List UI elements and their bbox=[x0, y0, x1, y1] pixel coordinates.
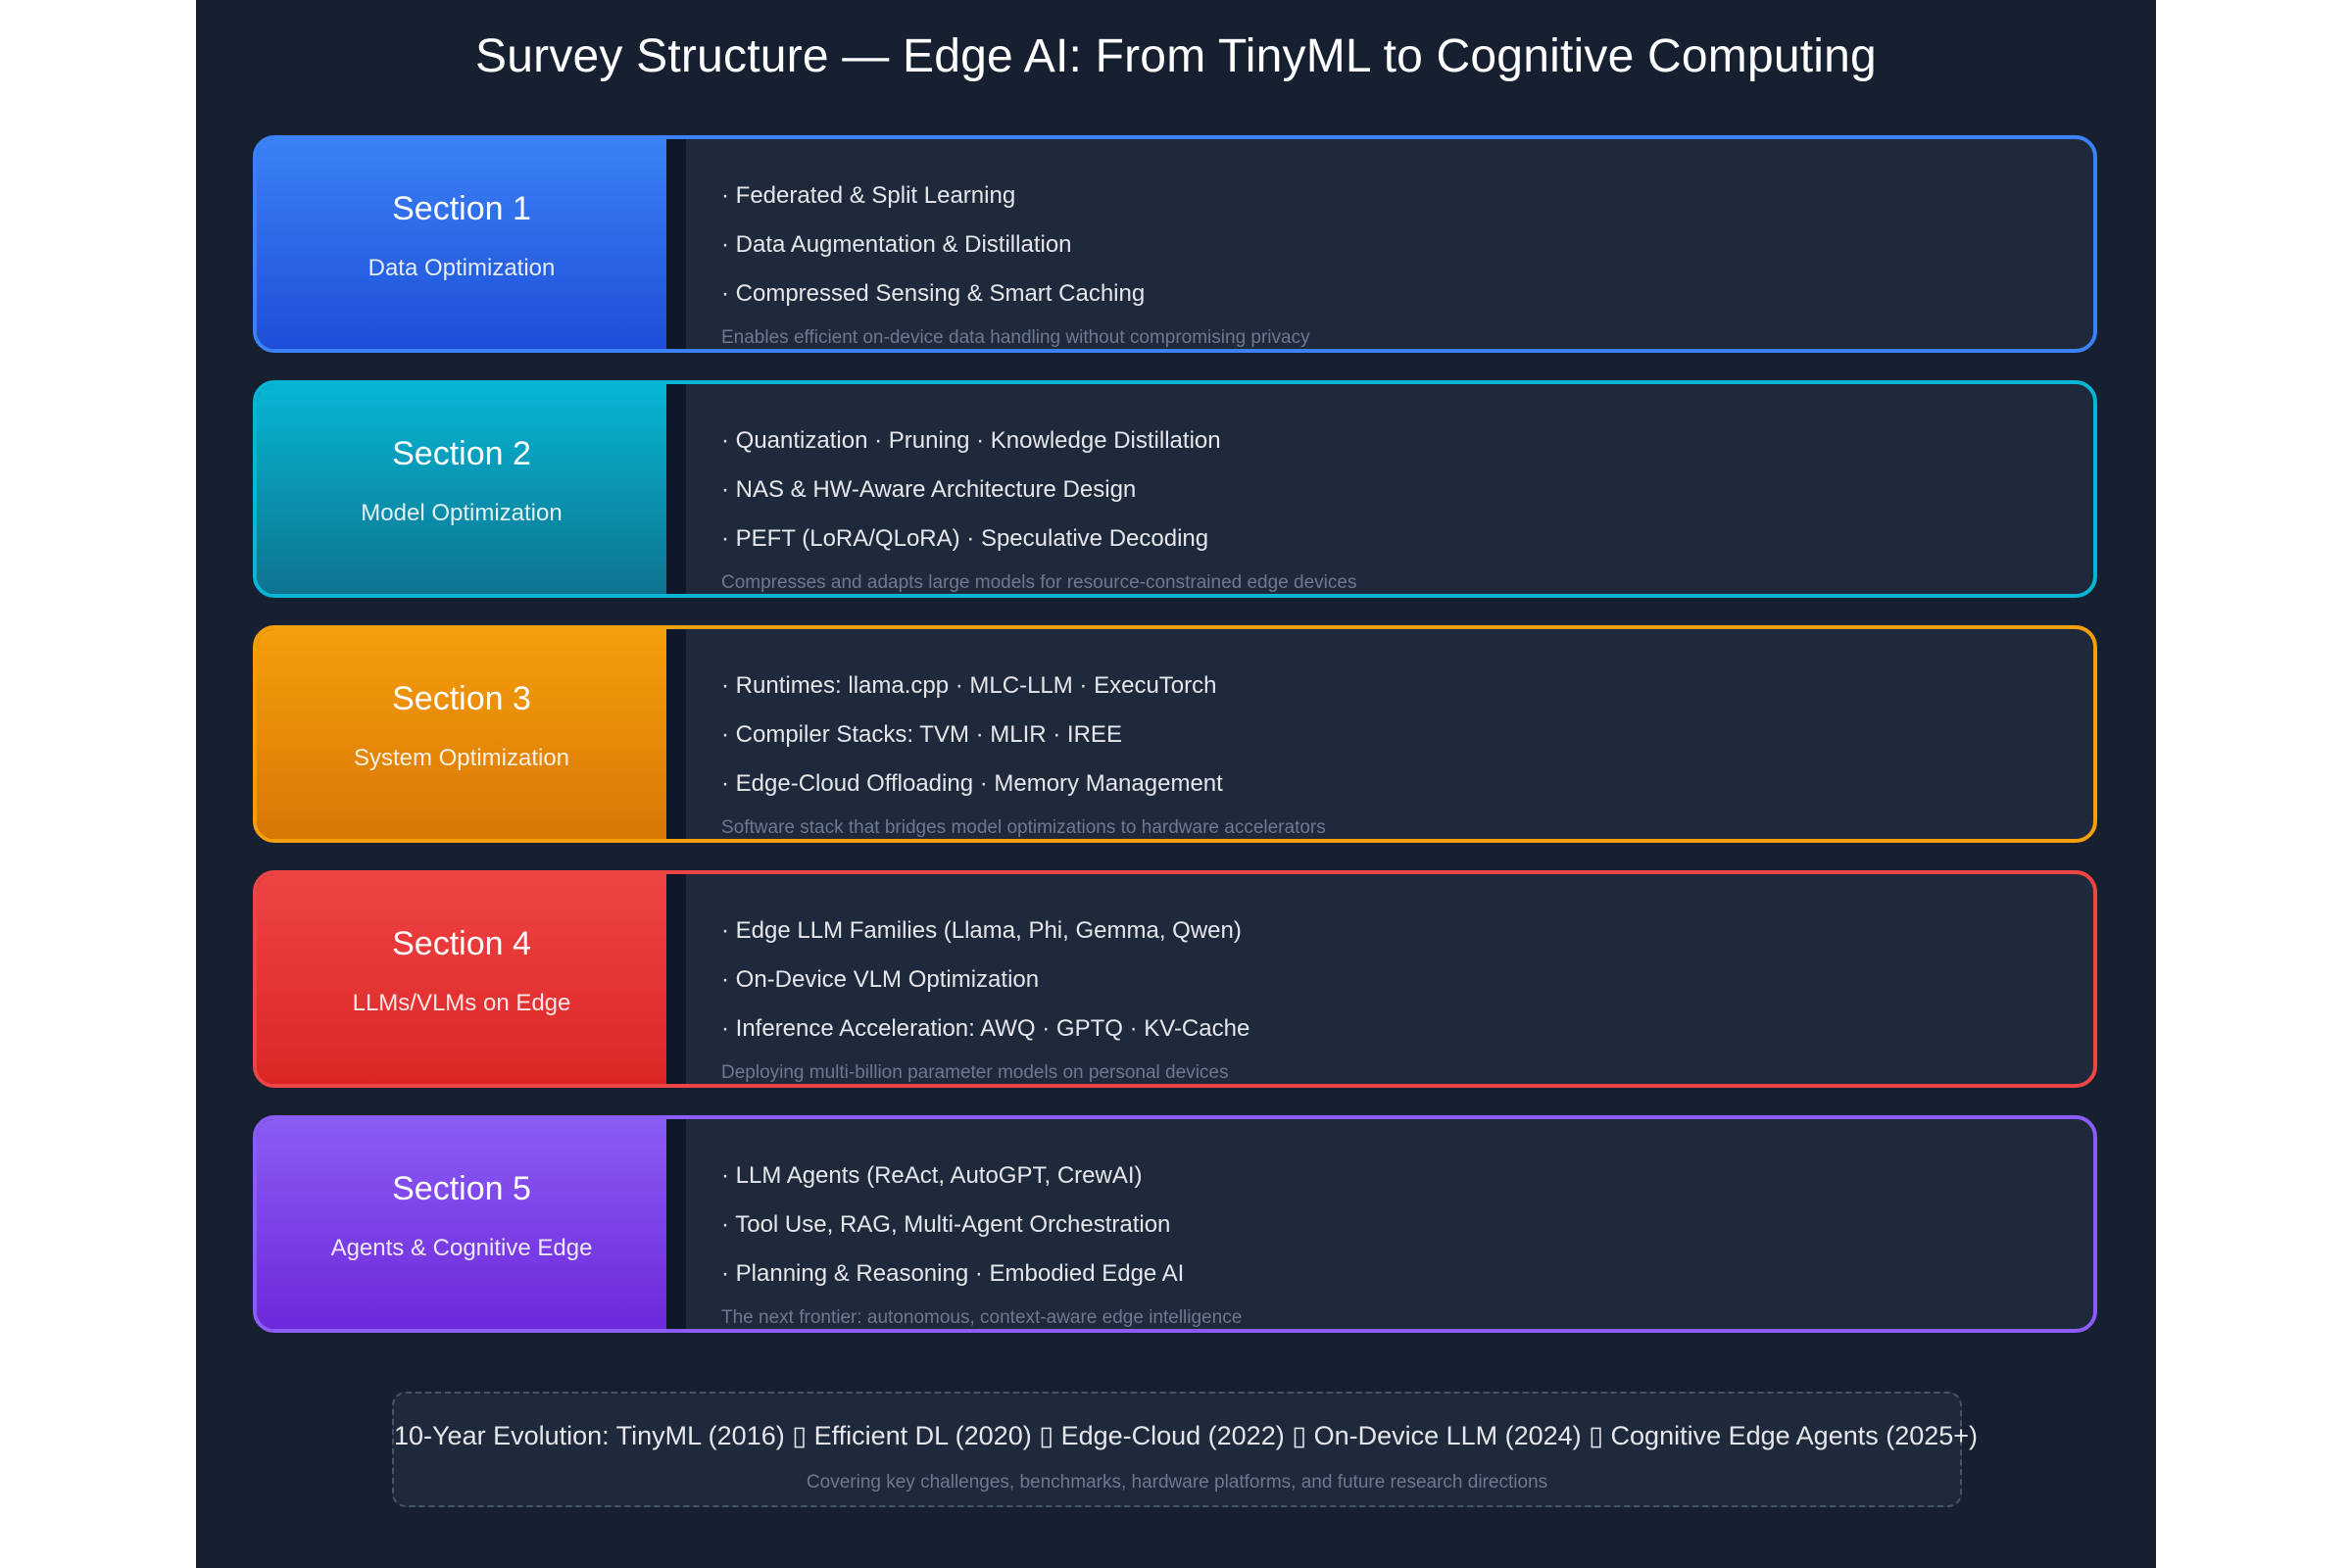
bullet-item: · Edge LLM Families (Llama, Phi, Gemma, … bbox=[721, 917, 1242, 944]
section-badge: Section 5 Agents & Cognitive Edge bbox=[257, 1119, 666, 1329]
bullet-item: · Tool Use, RAG, Multi-Agent Orchestrati… bbox=[721, 1211, 1171, 1238]
section-badge: Section 1 Data Optimization bbox=[257, 139, 666, 349]
bullet-item: · LLM Agents (ReAct, AutoGPT, CrewAI) bbox=[721, 1162, 1143, 1189]
section-divider bbox=[666, 629, 686, 839]
bullet-item: · PEFT (LoRA/QLoRA) · Speculative Decodi… bbox=[721, 525, 1209, 552]
section-label: Section 5 bbox=[392, 1170, 531, 1207]
evolution-box: 10-Year Evolution: TinyML (2016) ▯ Effic… bbox=[392, 1392, 1979, 1507]
bullet-item: · Quantization · Pruning · Knowledge Dis… bbox=[721, 427, 1221, 454]
bullet-item: · Federated & Split Learning bbox=[721, 182, 1016, 209]
bullet-item: · Planning & Reasoning · Embodied Edge A… bbox=[721, 1260, 1185, 1287]
section-label: Section 1 bbox=[392, 190, 531, 227]
section-note: The next frontier: autonomous, context-a… bbox=[721, 1307, 1243, 1328]
section-badge: Section 3 System Optimization bbox=[257, 629, 666, 839]
section-note: Enables efficient on-device data handlin… bbox=[721, 327, 1310, 348]
diagram-canvas: Survey Structure — Edge AI: From TinyML … bbox=[196, 0, 2156, 1568]
bullet-item: · Compressed Sensing & Smart Caching bbox=[721, 280, 1146, 307]
bullet-item: · Data Augmentation & Distillation bbox=[721, 231, 1072, 258]
section-note: Software stack that bridges model optimi… bbox=[721, 817, 1326, 838]
bullet-item: · Runtimes: llama.cpp · MLC-LLM · ExecuT… bbox=[721, 672, 1217, 699]
section-bullet-list: · Quantization · Pruning · Knowledge Dis… bbox=[721, 427, 1221, 574]
section-divider bbox=[666, 1119, 686, 1329]
section-divider bbox=[666, 874, 686, 1084]
section-bullet-list: · Runtimes: llama.cpp · MLC-LLM · ExecuT… bbox=[721, 672, 1223, 819]
section-label: Section 4 bbox=[392, 925, 531, 962]
bullet-item: · Inference Acceleration: AWQ · GPTQ · K… bbox=[721, 1015, 1250, 1042]
section-note: Compresses and adapts large models for r… bbox=[721, 572, 1357, 593]
bullet-item: · NAS & HW-Aware Architecture Design bbox=[721, 476, 1137, 503]
section-note: Deploying multi-billion parameter models… bbox=[721, 1062, 1229, 1083]
section-subtitle: Model Optimization bbox=[361, 500, 563, 526]
evolution-timeline: 10-Year Evolution: TinyML (2016) ▯ Effic… bbox=[394, 1421, 1979, 1450]
section-card-3: Section 3 System Optimization · Runtimes… bbox=[253, 625, 2097, 843]
section-subtitle: System Optimization bbox=[353, 745, 570, 771]
diagram-title: Survey Structure — Edge AI: From TinyML … bbox=[475, 30, 1877, 82]
section-bullet-list: · LLM Agents (ReAct, AutoGPT, CrewAI) · … bbox=[721, 1162, 1184, 1309]
section-subtitle: Data Optimization bbox=[368, 255, 556, 281]
section-divider bbox=[666, 139, 686, 349]
section-subtitle: Agents & Cognitive Edge bbox=[330, 1235, 593, 1261]
section-label: Section 2 bbox=[392, 435, 531, 472]
section-label: Section 3 bbox=[392, 680, 531, 717]
section-card-4: Section 4 LLMs/VLMs on Edge · Edge LLM F… bbox=[253, 870, 2097, 1088]
section-subtitle: LLMs/VLMs on Edge bbox=[352, 990, 571, 1016]
section-badge: Section 2 Model Optimization bbox=[257, 384, 666, 594]
bullet-item: · On-Device VLM Optimization bbox=[721, 966, 1040, 993]
section-bullet-list: · Federated & Split Learning · Data Augm… bbox=[721, 182, 1145, 329]
section-badge: Section 4 LLMs/VLMs on Edge bbox=[257, 874, 666, 1084]
bullet-item: · Compiler Stacks: TVM · MLIR · IREE bbox=[721, 721, 1122, 748]
section-card-2: Section 2 Model Optimization · Quantizat… bbox=[253, 380, 2097, 598]
evolution-caption: Covering key challenges, benchmarks, har… bbox=[806, 1472, 1548, 1493]
section-divider bbox=[666, 384, 686, 594]
section-card-1: Section 1 Data Optimization · Federated … bbox=[253, 135, 2097, 353]
bullet-item: · Edge-Cloud Offloading · Memory Managem… bbox=[721, 770, 1223, 797]
section-bullet-list: · Edge LLM Families (Llama, Phi, Gemma, … bbox=[721, 917, 1250, 1064]
section-card-5: Section 5 Agents & Cognitive Edge · LLM … bbox=[253, 1115, 2097, 1333]
